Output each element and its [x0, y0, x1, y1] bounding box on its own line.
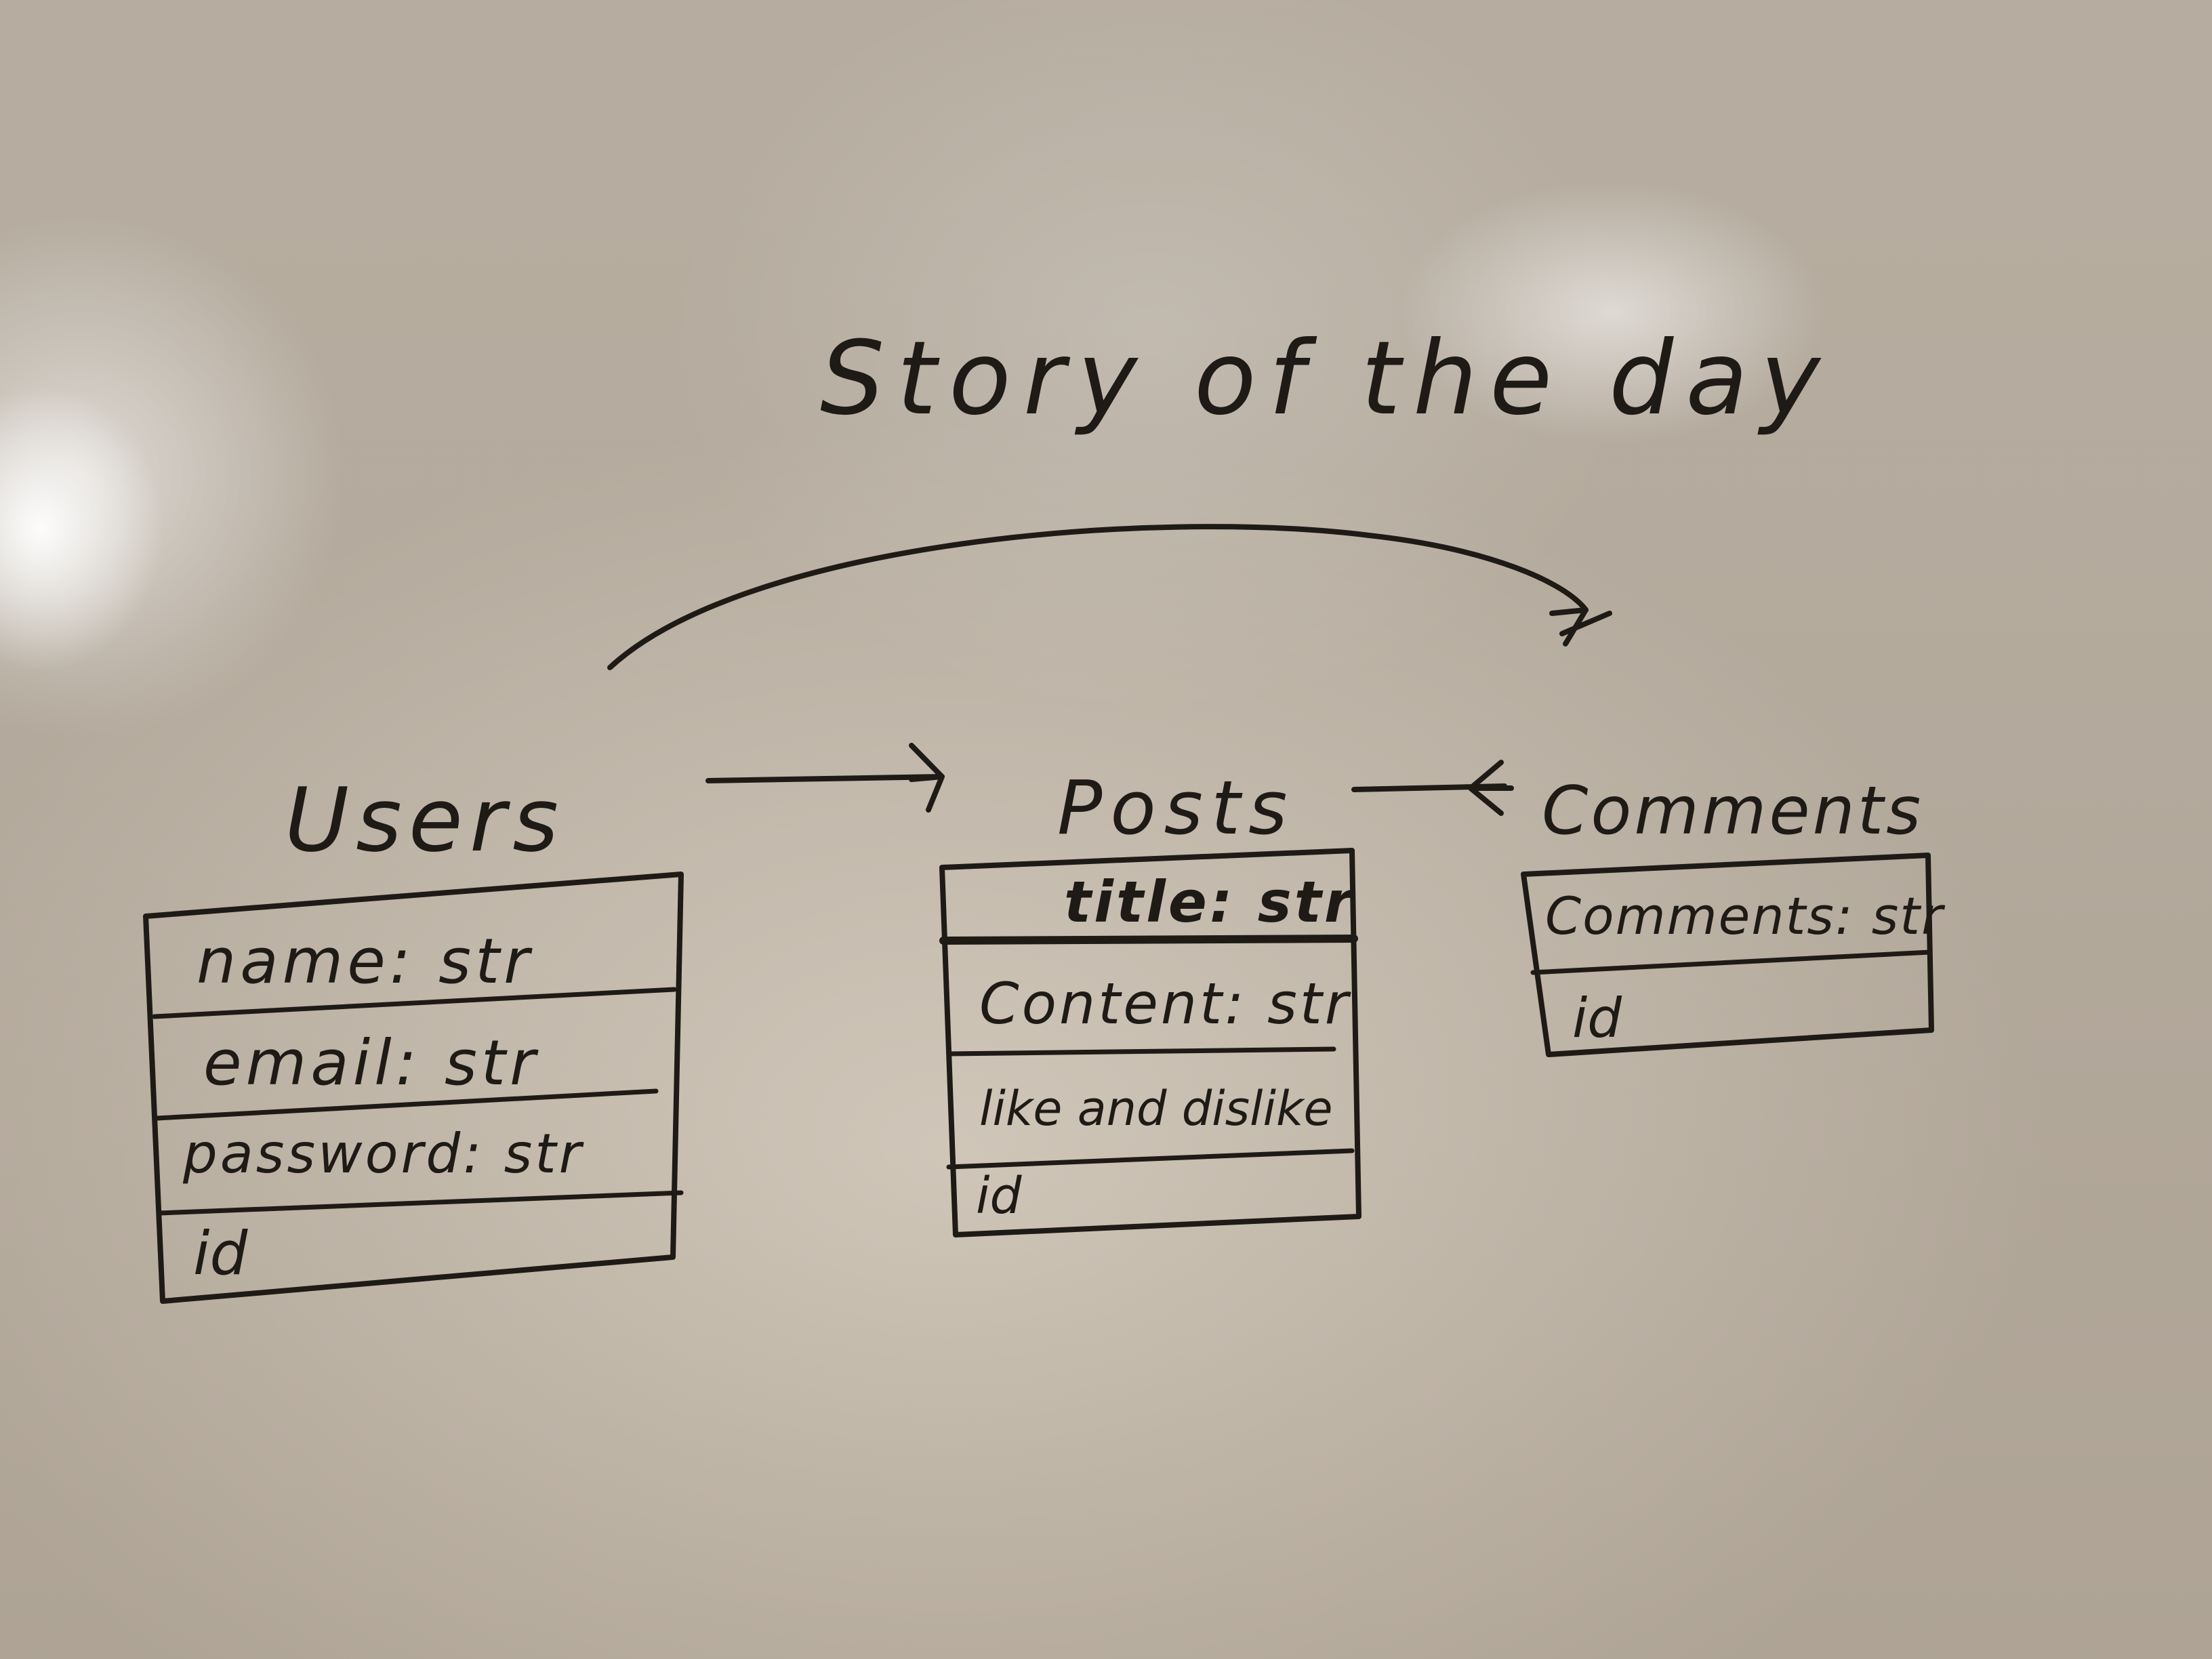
users-table — [143, 872, 684, 1304]
users-field: id — [193, 1218, 248, 1288]
posts-entity-name: Posts — [1057, 764, 1295, 851]
users-field: email: str — [203, 1027, 539, 1099]
crows-foot-icon — [909, 743, 945, 813]
posts-users-relationship-line — [705, 774, 945, 783]
comments-table — [1521, 853, 1934, 1057]
crows-foot-icon — [1468, 760, 1514, 816]
comments-field: Comments: str — [1545, 886, 1946, 946]
comments-field: id — [1572, 987, 1622, 1050]
users-comments-relationship-line — [607, 524, 1589, 670]
comments-entity-name: Comments — [1542, 773, 1923, 850]
posts-field: like and dislike — [979, 1081, 1333, 1136]
diagram-title: Story of the day — [820, 320, 1832, 438]
users-field: password: str — [182, 1122, 585, 1185]
posts-field: Content: str — [979, 970, 1351, 1037]
users-entity-name: Users — [285, 769, 565, 872]
crows-foot-icon — [1549, 607, 1612, 647]
posts-field: id — [976, 1167, 1023, 1225]
posts-table — [939, 848, 1361, 1237]
users-field: name: str — [197, 925, 533, 998]
posts-field: title: str — [1064, 869, 1355, 935]
